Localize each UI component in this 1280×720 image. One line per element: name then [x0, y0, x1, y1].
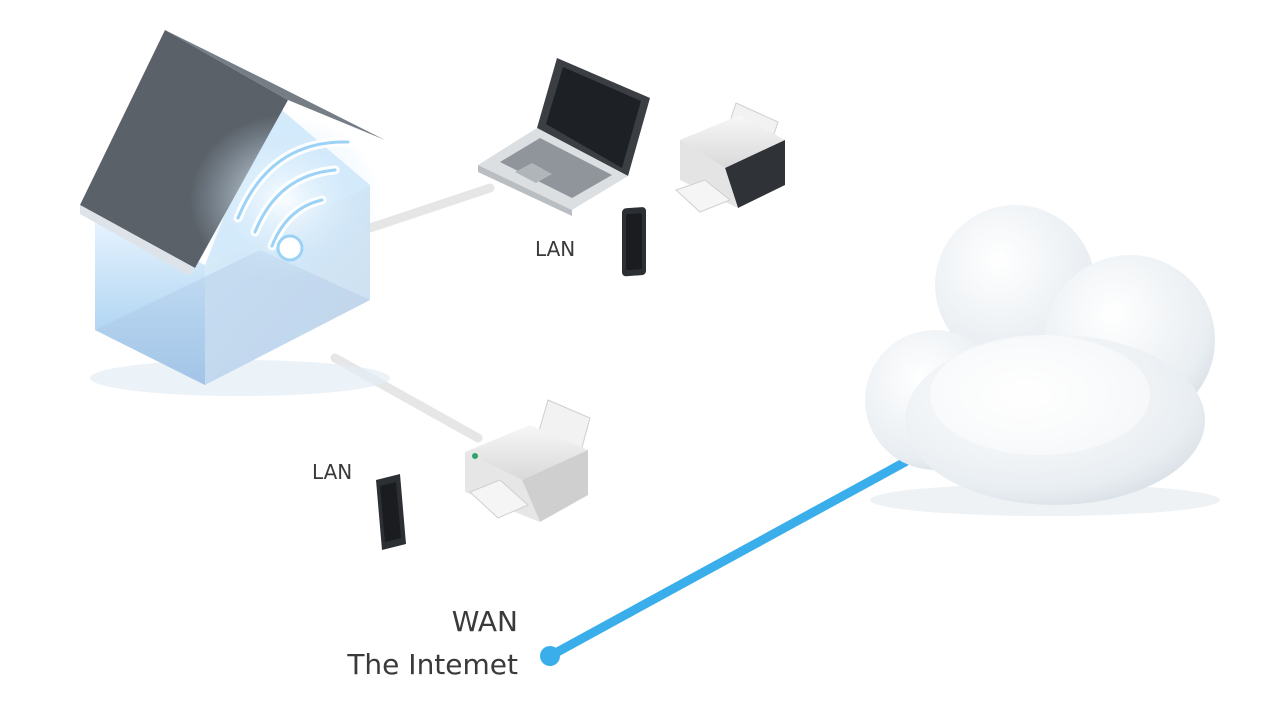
wan-link: [540, 457, 910, 666]
smartphone-icon-bottom: [376, 474, 406, 550]
wan-label: WAN: [451, 605, 518, 638]
laptop-icon: [478, 58, 650, 216]
lan-link-top: [365, 183, 495, 233]
lan-label-top: LAN: [535, 237, 576, 261]
house-wifi-icon: [80, 30, 390, 396]
printer-icon-bottom: [465, 399, 591, 522]
lan-label-bottom: LAN: [312, 460, 353, 484]
cloud-icon: [865, 205, 1220, 516]
internet-label: The Intemet: [347, 648, 518, 681]
smartphone-icon-top: [622, 207, 646, 277]
printer-icon-top: [675, 102, 785, 213]
